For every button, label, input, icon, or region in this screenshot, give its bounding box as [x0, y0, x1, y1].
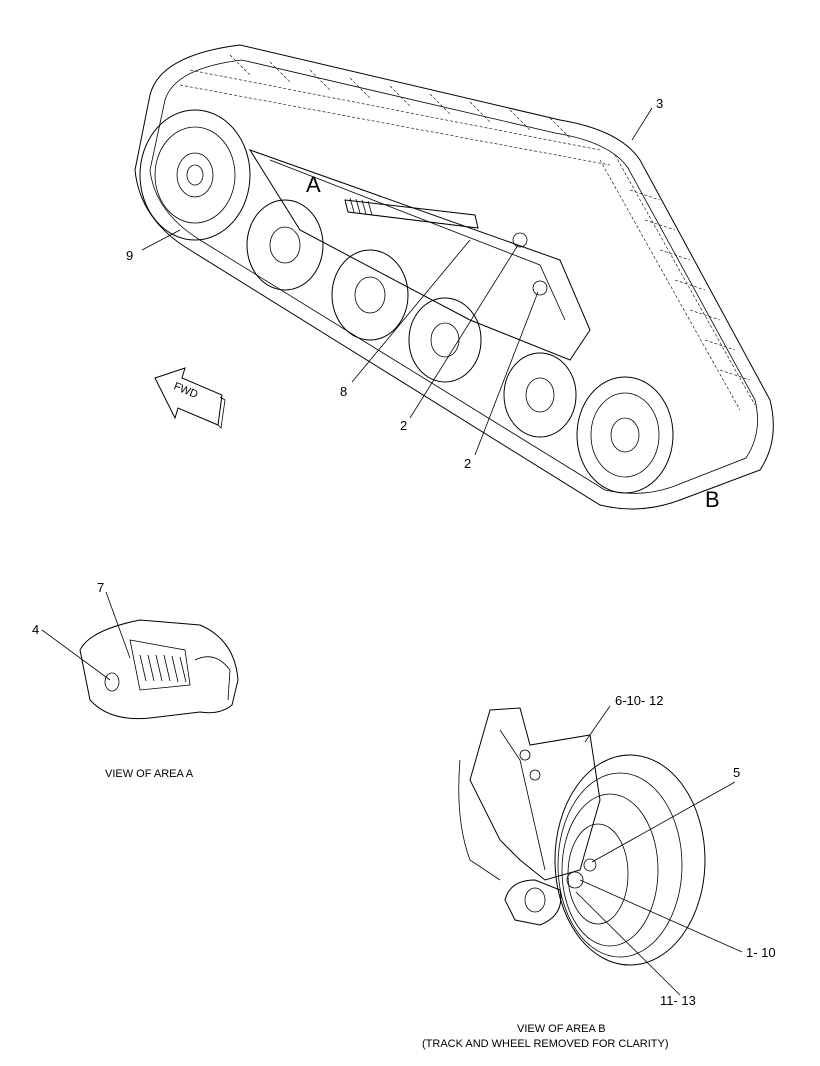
caption-view-b-title: VIEW OF AREA B: [517, 1023, 606, 1035]
callout-5: 5: [733, 765, 740, 780]
view-area-b: [458, 705, 743, 996]
callout-6-10-12: 6-10- 12: [615, 693, 663, 708]
view-area-a: [41, 591, 239, 720]
caption-view-a: VIEW OF AREA A: [105, 768, 194, 780]
area-b-label: B: [705, 487, 720, 512]
area-a-label: A: [306, 172, 321, 197]
callout-8: 8: [340, 384, 347, 399]
callout-11-13: 11- 13: [660, 993, 696, 1008]
callout-4: 4: [32, 622, 39, 637]
track-assembly: [134, 44, 774, 510]
callout-9: 9: [126, 248, 133, 263]
callout-7: 7: [97, 580, 104, 595]
caption-view-b-note: (TRACK AND WHEEL REMOVED FOR CLARITY): [422, 1038, 669, 1050]
main-leaders: [141, 107, 653, 456]
callout-2-upper: 2: [400, 418, 407, 433]
callout-2-lower: 2: [464, 456, 471, 471]
callout-3: 3: [656, 96, 663, 111]
callout-1-10: 1- 10: [746, 945, 776, 960]
fwd-arrow-icon: FWD: [154, 367, 226, 429]
